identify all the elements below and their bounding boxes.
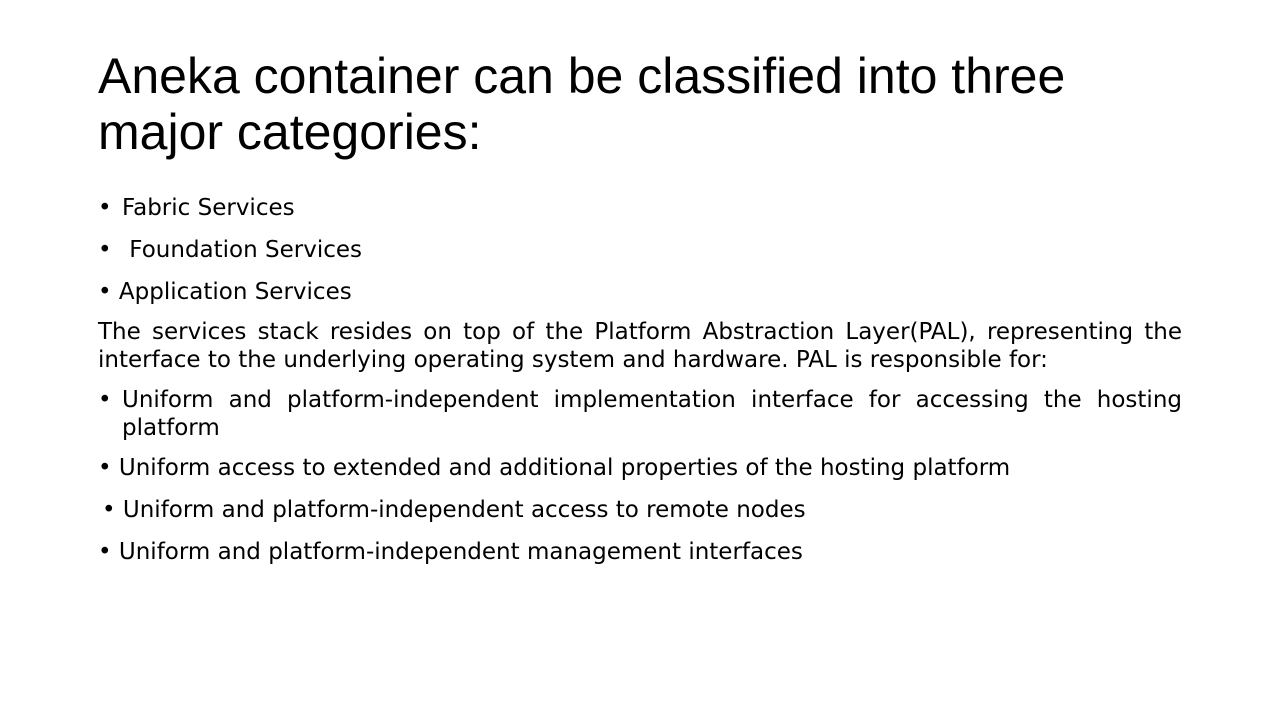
list-item-remote-nodes: • Uniform and platform-independent acces… — [98, 496, 1182, 524]
list-item-label: Fabric Services — [122, 195, 295, 221]
list-item-implementation-interface: • Uniform and platform-independent imple… — [98, 386, 1182, 442]
list-item-application-services: • Application Services — [98, 278, 1182, 306]
bullet-icon: • — [98, 387, 112, 413]
list-item-management-interfaces: • Uniform and platform-independent manag… — [98, 538, 1182, 566]
list-item-label: Uniform and platform-independent impleme… — [122, 387, 1182, 441]
list-item-label: Uniform access to extended and additiona… — [111, 455, 1011, 481]
bullet-icon: • — [98, 539, 112, 565]
list-item-label: Application Services — [118, 279, 352, 305]
list-item-label: Uniform and platform-independent managem… — [118, 539, 803, 565]
bullet-icon: • — [98, 279, 112, 305]
bullet-icon: • — [98, 455, 112, 481]
bullet-icon: • — [98, 237, 112, 263]
slide-title: Aneka container can be classified into t… — [98, 48, 1066, 160]
pal-paragraph: The services stack resides on top of the… — [98, 319, 1182, 373]
bullet-icon: • — [102, 497, 116, 523]
slide-body: • Fabric Services • Foundation Services … — [98, 194, 1182, 566]
list-item-foundation-services: • Foundation Services — [98, 236, 1182, 264]
list-item-extended-properties: • Uniform access to extended and additio… — [98, 454, 1182, 482]
list-item-label: Uniform and platform-independent access … — [122, 497, 806, 523]
list-item-label: Foundation Services — [122, 237, 362, 263]
bullet-icon: • — [98, 195, 112, 221]
list-item-fabric-services: • Fabric Services — [98, 194, 1182, 222]
